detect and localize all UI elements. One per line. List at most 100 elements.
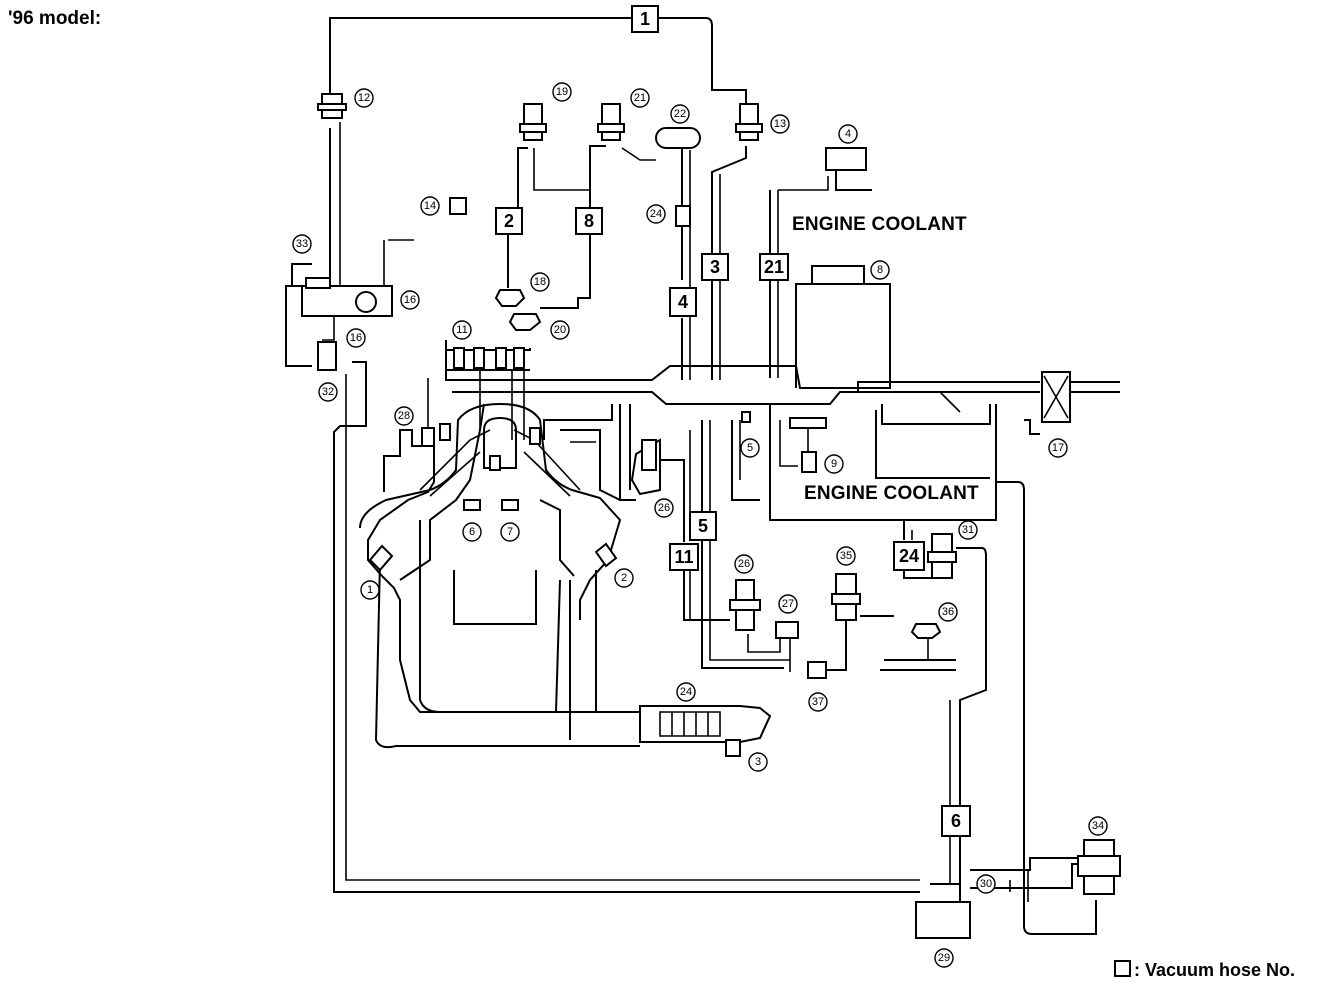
- svg-text:26: 26: [738, 558, 750, 570]
- component-8-coolant-valve: [811, 265, 865, 285]
- callout-17: 17: [1048, 438, 1068, 458]
- callout-12: 12: [354, 88, 374, 108]
- svg-text:5: 5: [747, 442, 753, 454]
- svg-text:24: 24: [680, 686, 692, 698]
- callout-27: 27: [778, 594, 798, 614]
- components: [301, 93, 1121, 939]
- hose-21: 21: [759, 253, 789, 281]
- callout-9: 9: [824, 454, 844, 474]
- hose-11: 11: [669, 543, 699, 571]
- svg-text:17: 17: [1052, 442, 1064, 454]
- callout-26-throttle: 26: [654, 498, 674, 518]
- svg-text:24: 24: [650, 208, 662, 220]
- svg-text:16: 16: [404, 294, 416, 306]
- svg-text:20: 20: [554, 324, 566, 336]
- callout-31: 31: [958, 520, 978, 540]
- callout-8: 8: [870, 260, 890, 280]
- svg-text:5: 5: [698, 516, 708, 536]
- svg-text:22: 22: [674, 108, 686, 120]
- engine-dome: [483, 416, 517, 469]
- engine-coolant-label-top: ENGINE COOLANT: [792, 214, 967, 235]
- callout-36: 36: [938, 602, 958, 622]
- component-13-solenoid: [739, 103, 759, 141]
- callout-37: 37: [808, 692, 828, 712]
- svg-text:26: 26: [658, 502, 670, 514]
- callout-3: 3: [748, 752, 768, 772]
- svg-text:6: 6: [469, 526, 475, 538]
- legend-square-icon: [1114, 960, 1131, 977]
- callout-20: 20: [550, 320, 570, 340]
- callout-26-solenoid: 26: [734, 554, 754, 574]
- vacuum-hose-legend: : Vacuum hose No.: [1114, 960, 1295, 981]
- component-6-sensor: [463, 499, 481, 511]
- svg-text:29: 29: [938, 952, 950, 964]
- component-9-sensor: [801, 451, 817, 473]
- callout-13: 13: [770, 114, 790, 134]
- svg-text:19: 19: [556, 86, 568, 98]
- svg-text:30: 30: [980, 878, 992, 890]
- svg-text:8: 8: [584, 211, 594, 231]
- component-27-valve: [775, 621, 799, 639]
- svg-text:14: 14: [424, 200, 436, 212]
- hose-5: 5: [689, 511, 717, 541]
- svg-text:31: 31: [962, 524, 974, 536]
- svg-text:36: 36: [942, 606, 954, 618]
- callout-2: 2: [614, 568, 634, 588]
- component-36-valve: [910, 623, 942, 639]
- svg-text:34: 34: [1092, 820, 1104, 832]
- svg-text:32: 32: [322, 386, 334, 398]
- hose-3: 3: [701, 253, 729, 281]
- callout-34: 34: [1088, 816, 1108, 836]
- hose-4: 4: [669, 287, 697, 317]
- hose-8: 8: [575, 207, 603, 235]
- callout-30: 30: [976, 874, 996, 894]
- svg-text:3: 3: [710, 257, 720, 277]
- callout-24-converter: 24: [676, 682, 696, 702]
- vacuum-hose-labels: 1 2 8 3 21 4 5 11 24 6: [495, 5, 971, 837]
- component-16-canister: [301, 285, 393, 317]
- callout-6: 6: [462, 522, 482, 542]
- page-title: '96 model:: [8, 8, 102, 29]
- callout-11: 11: [452, 320, 472, 340]
- svg-text:11: 11: [456, 324, 467, 336]
- svg-text:1: 1: [640, 9, 650, 29]
- callout-33: 33: [292, 234, 312, 254]
- component-22-chamber: [655, 127, 701, 149]
- hose-2: 2: [495, 207, 523, 235]
- svg-text:2: 2: [621, 572, 627, 584]
- component-5-sensor: [741, 411, 751, 423]
- callout-24-top: 24: [646, 204, 666, 224]
- callout-28: 28: [394, 406, 414, 426]
- callout-16-valve: 16: [346, 328, 366, 348]
- component-1-oxygen-sensor: [368, 544, 394, 572]
- svg-text:12: 12: [358, 92, 370, 104]
- component-29-tank: [915, 901, 971, 939]
- svg-text:37: 37: [812, 696, 824, 708]
- hose-1: 1: [631, 5, 659, 33]
- callout-22: 22: [670, 104, 690, 124]
- svg-text:16: 16: [350, 332, 362, 344]
- callout-19: 19: [552, 82, 572, 102]
- svg-text:3: 3: [755, 756, 761, 768]
- component-24-valve-top: [675, 205, 691, 227]
- svg-text:13: 13: [774, 118, 786, 130]
- callout-5: 5: [740, 438, 760, 458]
- legend-text: : Vacuum hose No.: [1134, 960, 1296, 980]
- svg-text:7: 7: [507, 526, 513, 538]
- callout-32: 32: [318, 382, 338, 402]
- svg-text:8: 8: [877, 264, 883, 276]
- svg-text:28: 28: [398, 410, 410, 422]
- callout-21: 21: [630, 88, 650, 108]
- component-20-valve: [508, 313, 542, 331]
- svg-text:21: 21: [634, 92, 646, 104]
- callout-29: 29: [934, 948, 954, 968]
- callout-14: 14: [420, 196, 440, 216]
- svg-text:4: 4: [678, 292, 688, 312]
- callout-35: 35: [836, 546, 856, 566]
- callout-1: 1: [360, 580, 380, 600]
- component-21-solenoid: [601, 103, 621, 141]
- hose-24: 24: [893, 541, 925, 571]
- engine-coolant-label-bottom: ENGINE COOLANT: [804, 483, 979, 504]
- callout-18: 18: [530, 272, 550, 292]
- svg-text:24: 24: [899, 546, 919, 566]
